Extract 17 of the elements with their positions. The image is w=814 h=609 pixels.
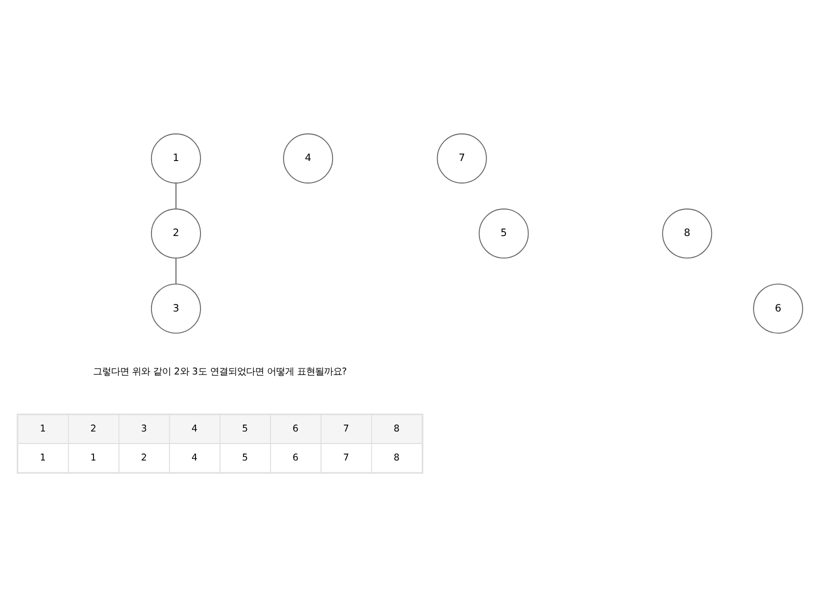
label: 8 — [394, 452, 400, 464]
label: 그렇다면 위와 같이 2와 3도 연결되었다면 어떻게 표현될까요? — [93, 366, 347, 378]
label: 6 — [292, 423, 299, 434]
label: 7 — [343, 423, 350, 434]
label: 2 — [90, 423, 96, 434]
label: 1 — [40, 423, 46, 434]
label: 5 — [242, 423, 248, 434]
label: 3 — [140, 423, 147, 434]
label: 7 — [343, 452, 350, 464]
label: 4 — [191, 423, 198, 434]
label: 1 — [90, 452, 96, 464]
label: 2 — [140, 452, 147, 464]
label: 5 — [242, 452, 248, 464]
label: 8 — [394, 423, 400, 434]
label: 6 — [292, 452, 299, 464]
label: 1 — [40, 452, 46, 464]
label: 4 — [191, 452, 198, 464]
